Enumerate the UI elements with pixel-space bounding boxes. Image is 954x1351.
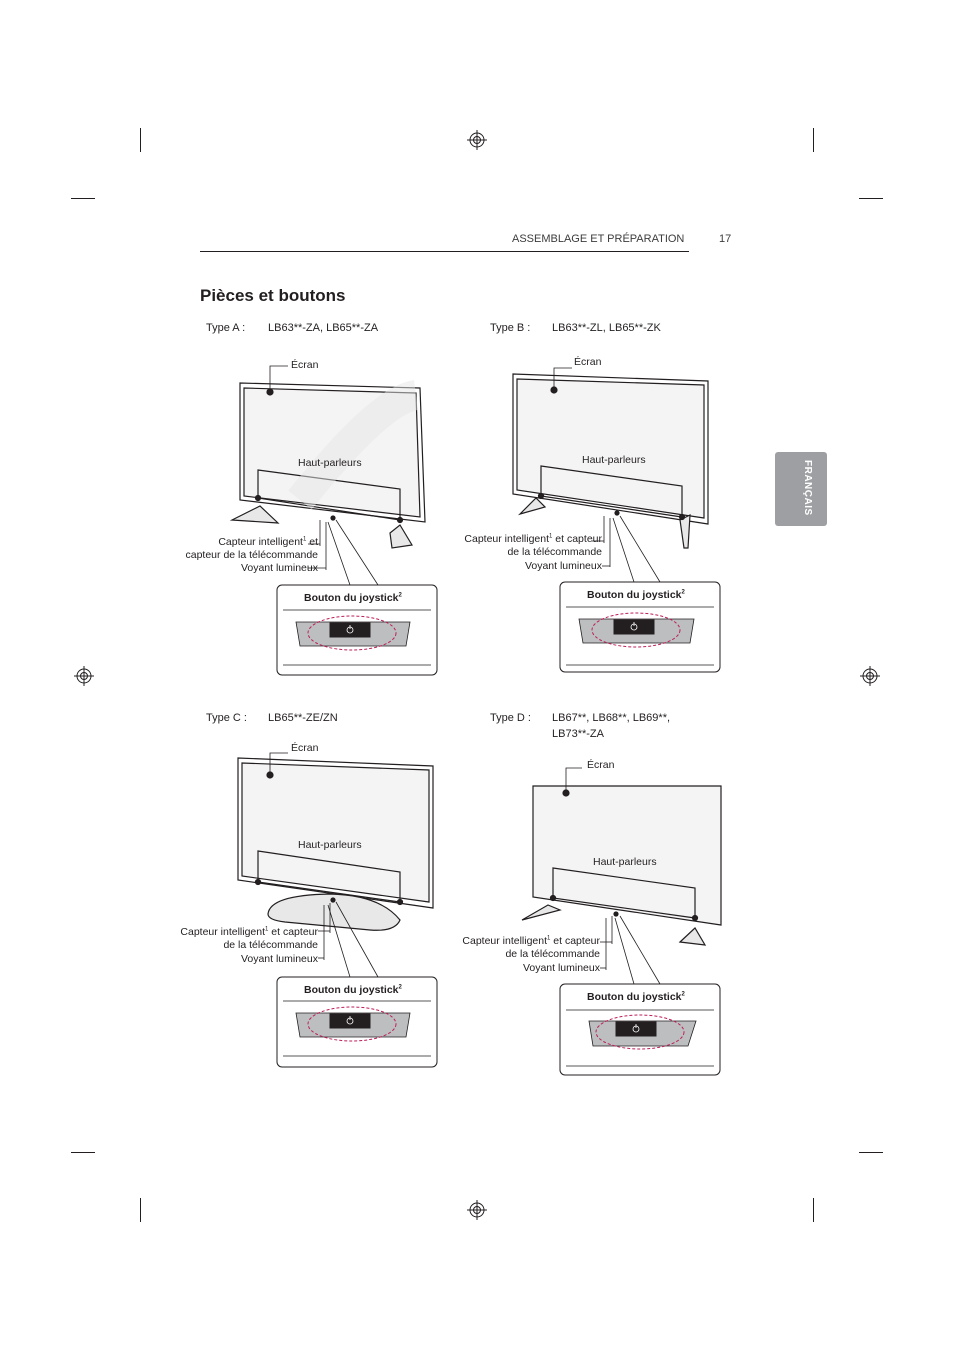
- type-d-models-2: LB73**-ZA: [552, 728, 604, 740]
- joystick-box-b: [559, 581, 721, 673]
- led-label: Voyant lumineux: [522, 962, 600, 974]
- registration-icon: [74, 130, 880, 1220]
- type-c-name: Type C :: [206, 712, 247, 724]
- crop-mark: [71, 198, 95, 199]
- speakers-label: Haut-parleurs: [582, 454, 646, 466]
- type-d-name: Type D :: [490, 712, 531, 724]
- crop-mark: [813, 128, 814, 152]
- crop-mark: [859, 198, 883, 199]
- joystick-box-d: [559, 983, 721, 1076]
- screen-label: Écran: [291, 359, 319, 371]
- sensor-label-2: capteur de la télécommande: [185, 549, 319, 561]
- crop-mark: [140, 1198, 141, 1222]
- type-a-name: Type A :: [206, 322, 246, 334]
- page-number: 17: [719, 233, 732, 245]
- type-d-models: LB67**, LB68**, LB69**,: [552, 712, 671, 724]
- tv-type-b: [512, 367, 709, 583]
- speakers-label: Haut-parleurs: [298, 839, 362, 851]
- language-tab: FRANÇAIS: [775, 452, 827, 526]
- led-label: Voyant lumineux: [240, 953, 318, 965]
- type-b-models: LB63**-ZL, LB65**-ZK: [552, 322, 661, 334]
- sensor-label-2: de la télécommande: [223, 939, 318, 951]
- joystick-box-a: [276, 584, 438, 676]
- type-c-models: LB65**-ZE/ZN: [268, 712, 338, 724]
- sensor-label-2: de la télécommande: [505, 948, 600, 960]
- speakers-label: Haut-parleurs: [298, 457, 362, 469]
- type-b-name: Type B :: [490, 322, 531, 334]
- tv-type-c: [237, 752, 434, 978]
- joystick-label: Bouton du joystick2: [587, 589, 685, 601]
- led-label: Voyant lumineux: [524, 560, 602, 572]
- tv-type-d: [521, 767, 722, 985]
- sensor-label: Capteur intelligent1 et capteur: [180, 926, 318, 938]
- section-header: ASSEMBLAGE ET PRÉPARATION: [512, 233, 685, 245]
- sensor-label: Capteur intelligent1 et capteur: [462, 935, 600, 947]
- screen-label: Écran: [587, 759, 615, 771]
- header-rule: [200, 251, 689, 252]
- tv-type-a: [229, 365, 426, 586]
- sensor-label: Capteur intelligent1 et: [218, 536, 318, 548]
- joystick-label: Bouton du joystick2: [304, 984, 402, 996]
- joystick-label: Bouton du joystick2: [304, 592, 402, 604]
- sensor-label: Capteur intelligent1 et capteur: [464, 533, 602, 545]
- crop-mark: [813, 1198, 814, 1222]
- screen-label: Écran: [574, 356, 602, 368]
- crop-mark: [140, 128, 141, 152]
- speakers-label: Haut-parleurs: [593, 856, 657, 868]
- page-title: Pièces et boutons: [200, 286, 346, 305]
- type-a-models: LB63**-ZA, LB65**-ZA: [268, 322, 379, 334]
- joystick-box-c: [276, 976, 438, 1068]
- sensor-label-2: de la télécommande: [507, 546, 602, 558]
- screen-label: Écran: [291, 742, 319, 754]
- joystick-label: Bouton du joystick2: [587, 991, 685, 1003]
- power-icon: [346, 622, 640, 1033]
- led-label: Voyant lumineux: [240, 562, 318, 574]
- crop-mark: [859, 1152, 883, 1153]
- crop-mark: [71, 1152, 95, 1153]
